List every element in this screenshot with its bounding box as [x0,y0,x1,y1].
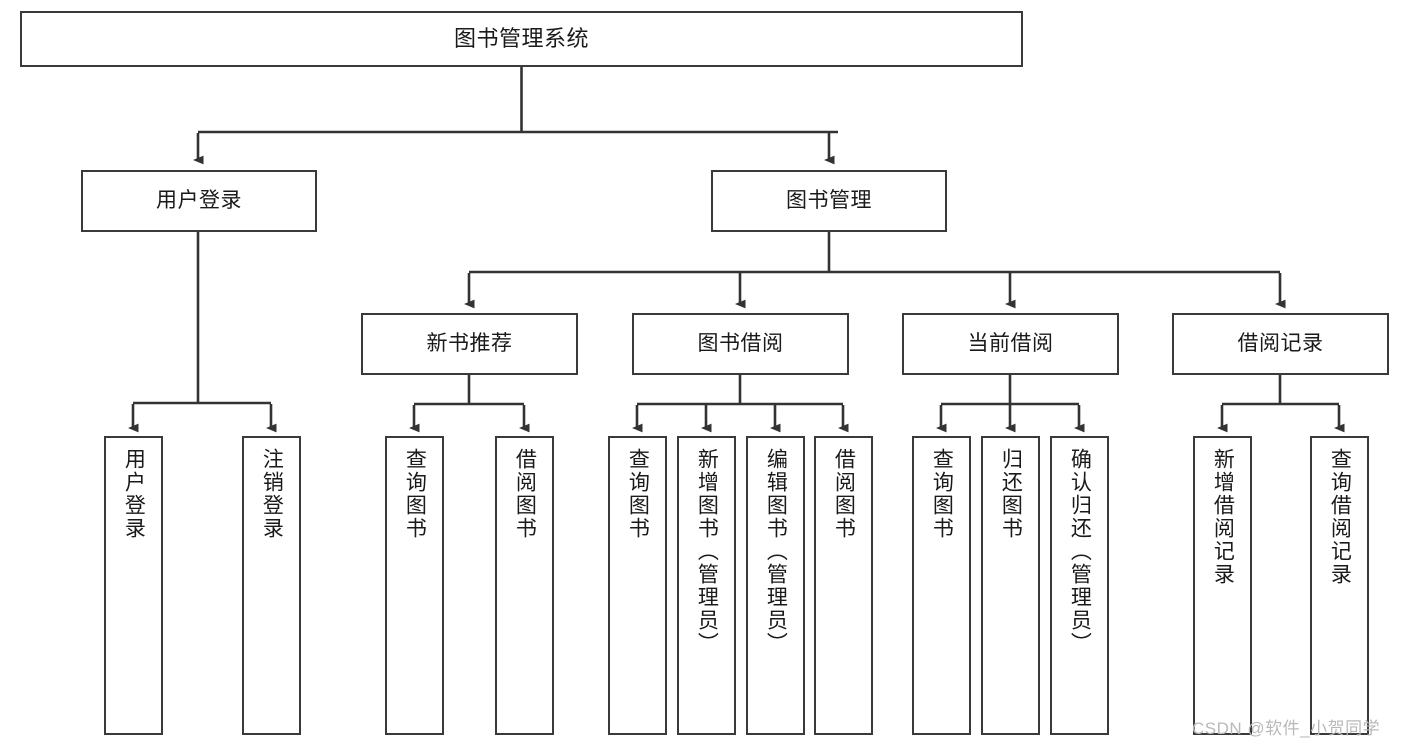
node-label: 查询借阅记录 [1328,448,1352,586]
node-label: 查询图书 [403,448,427,540]
node-label: 新增借阅记录 [1211,448,1235,586]
node-label: 归还图书 [999,448,1023,540]
node-borrow-record[interactable]: 借阅记录 [1172,313,1389,375]
node-leaf-query-book-3[interactable]: 查询图书 [912,436,971,735]
node-leaf-edit-book[interactable]: 编辑图书（管理员） [746,436,805,735]
node-label: 用户登录 [122,448,146,540]
node-label: 借阅记录 [1237,332,1324,356]
node-label: 用户登录 [156,189,242,213]
node-leaf-query-book-2[interactable]: 查询图书 [608,436,667,735]
node-leaf-confirm-return[interactable]: 确认归还（管理员） [1050,436,1109,735]
node-label: 编辑图书（管理员） [764,448,788,655]
node-leaf-user-login[interactable]: 用户登录 [104,436,163,735]
node-leaf-query-record[interactable]: 查询借阅记录 [1310,436,1369,735]
node-label: 新增图书（管理员） [695,448,719,655]
node-label: 确认归还（管理员） [1068,448,1092,655]
node-book-borrow[interactable]: 图书借阅 [632,313,849,375]
node-label: 当前借阅 [967,332,1054,356]
node-leaf-logout[interactable]: 注销登录 [242,436,301,735]
node-label: 借阅图书 [513,448,537,540]
node-leaf-add-book[interactable]: 新增图书（管理员） [677,436,736,735]
node-label: 图书管理 [786,189,872,213]
node-leaf-return-book[interactable]: 归还图书 [981,436,1040,735]
node-label: 查询图书 [930,448,954,540]
node-book-management[interactable]: 图书管理 [711,170,947,232]
node-leaf-borrow-book-2[interactable]: 借阅图书 [814,436,873,735]
node-label: 借阅图书 [832,448,856,540]
node-label: 图书管理系统 [453,25,589,51]
node-label: 图书借阅 [697,332,784,356]
node-leaf-borrow-book-1[interactable]: 借阅图书 [495,436,554,735]
node-label: 注销登录 [260,448,284,540]
node-user-login[interactable]: 用户登录 [81,170,317,232]
node-root-system[interactable]: 图书管理系统 [20,11,1023,67]
node-label: 新书推荐 [426,332,513,356]
node-leaf-query-book-1[interactable]: 查询图书 [385,436,444,735]
node-new-book-recommend[interactable]: 新书推荐 [361,313,578,375]
node-current-borrow[interactable]: 当前借阅 [902,313,1119,375]
node-leaf-add-record[interactable]: 新增借阅记录 [1193,436,1252,735]
node-label: 查询图书 [626,448,650,540]
